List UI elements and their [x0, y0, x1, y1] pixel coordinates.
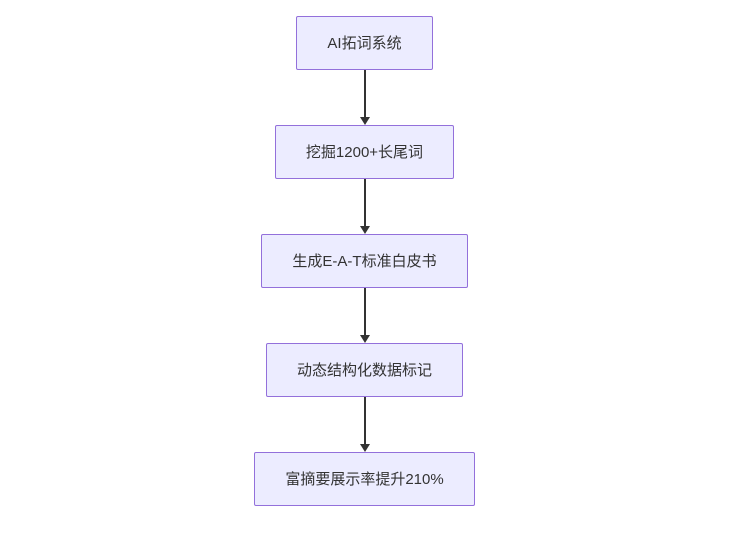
arrow-line: [363, 397, 366, 444]
arrow-line: [363, 70, 366, 117]
flow-arrow-2: [359, 179, 371, 234]
arrow-down-icon: [359, 335, 370, 343]
flow-node-eat-whitepaper: 生成E-A-T标准白皮书: [261, 234, 468, 288]
flow-node-longtail-keywords: 挖掘1200+长尾词: [274, 125, 455, 179]
flow-arrow-1: [359, 70, 371, 125]
arrow-down-icon: [359, 444, 370, 452]
flow-arrow-3: [359, 288, 371, 343]
arrow-line: [363, 288, 366, 335]
flow-node-rich-snippet-rate: 富摘要展示率提升210%: [254, 452, 475, 506]
flow-node-structured-data-markup: 动态结构化数据标记: [265, 343, 463, 397]
flow-node-ai-word-expansion-system: AI拓词系统: [296, 16, 433, 70]
arrow-line: [363, 179, 366, 226]
flow-arrow-4: [359, 397, 371, 452]
arrow-down-icon: [359, 117, 370, 125]
arrow-down-icon: [359, 226, 370, 234]
